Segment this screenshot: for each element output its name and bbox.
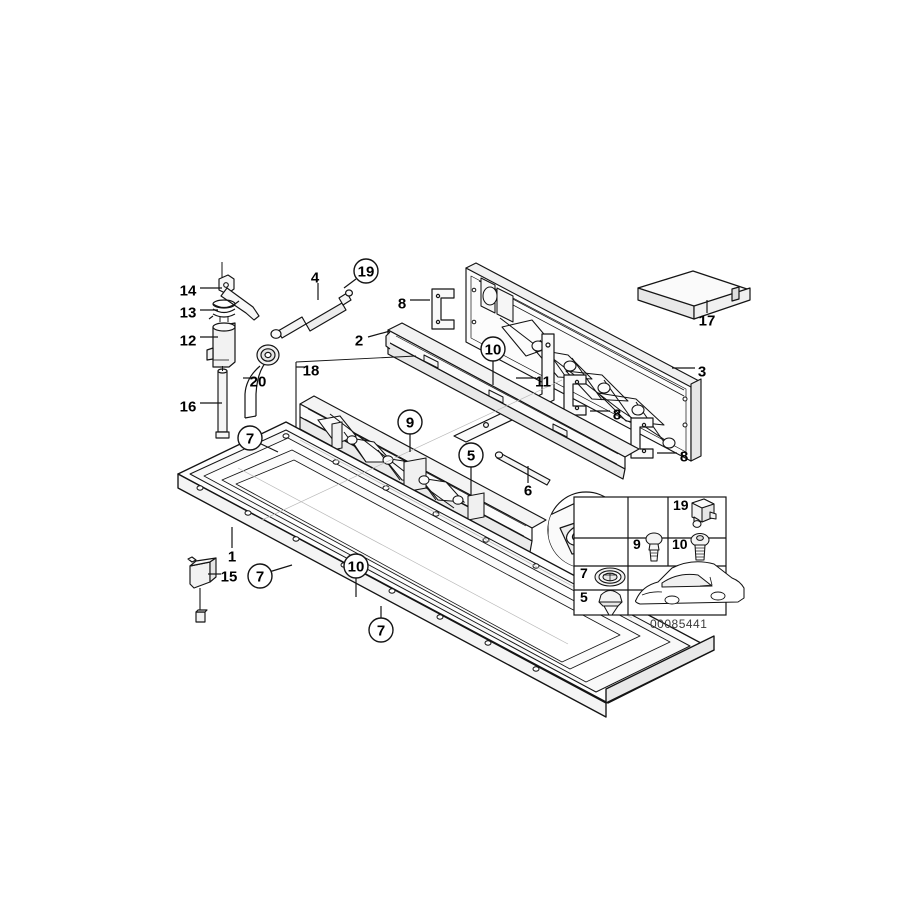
legend-label-10: 10 <box>672 536 688 552</box>
callout-20: 20 <box>243 374 266 391</box>
legend-label-19: 19 <box>673 497 689 513</box>
callout-label: 16 <box>180 399 197 416</box>
callout-label: 20 <box>250 374 267 391</box>
callout-1: 1 <box>228 527 236 566</box>
callout-7: 7 <box>368 606 394 643</box>
torx-screw-icon <box>690 532 710 561</box>
callout-bubble <box>368 617 394 643</box>
callout-label: 17 <box>699 313 716 330</box>
callout-2: 2 <box>355 330 391 350</box>
callout-14: 14 <box>180 283 222 300</box>
legend-label-5: 5 <box>580 589 588 605</box>
leader-line <box>367 330 391 338</box>
part-14-lever-arm-joint <box>218 262 260 321</box>
callout-11: 11 <box>516 374 551 391</box>
part-16-push-rod <box>215 366 230 439</box>
callout-18: 18 <box>296 363 319 380</box>
part-3-rear-cross-member <box>465 262 702 462</box>
callout-7: 7 <box>247 563 293 589</box>
callout-8: 8 <box>398 296 430 313</box>
callout-label: 9 <box>406 415 414 432</box>
callout-19: 19 <box>343 258 379 289</box>
part-1-compartment-floor <box>177 379 715 718</box>
callout-label: 7 <box>246 431 254 448</box>
callout-5: 5 <box>458 442 484 495</box>
callout-label: 1 <box>228 549 236 566</box>
part-4-gas-pressure-strut <box>270 289 354 339</box>
callout-4: 4 <box>311 270 320 300</box>
callout-3: 3 <box>672 364 706 381</box>
callout-15: 15 <box>208 569 237 586</box>
round-head-stud-icon <box>645 532 663 562</box>
callout-label: 10 <box>485 342 502 359</box>
callout-8: 8 <box>590 407 621 424</box>
callout-label: 8 <box>398 296 406 313</box>
callout-bubble <box>343 553 369 579</box>
callout-16: 16 <box>180 399 222 416</box>
callout-label: 7 <box>377 623 385 640</box>
callout-bubble <box>397 409 423 435</box>
part-6-support-rod <box>494 451 551 486</box>
callout-label: 8 <box>613 407 621 424</box>
car-silhouette-icon <box>634 561 745 605</box>
part-15-microswitch-with-cable <box>187 556 217 623</box>
callout-8: 8 <box>657 449 688 466</box>
callout-bubble <box>247 563 273 589</box>
part-5-linkage-assembly <box>317 413 485 521</box>
callout-bubble <box>458 442 484 468</box>
callout-label: 18 <box>303 363 320 380</box>
callout-label: 3 <box>698 364 706 381</box>
part-2-compartment-lid-panel <box>385 322 640 480</box>
expansion-rivet-icon <box>598 589 623 616</box>
callout-label: 13 <box>180 305 197 322</box>
callout-layer: 14 13 12 16 20 4 19 2 18 8 10 11 17 3 8 8 9 5 6 7 1 15 7 10 7 <box>180 258 716 643</box>
leader-line <box>258 442 279 453</box>
leader-line <box>343 278 357 289</box>
callout-9: 9 <box>397 409 423 452</box>
callout-13: 13 <box>180 305 218 322</box>
callout-10: 10 <box>343 553 369 597</box>
callout-label: 5 <box>467 448 475 465</box>
part-17-control-module-box <box>637 270 751 320</box>
callout-6: 6 <box>524 466 532 500</box>
callout-label: 12 <box>180 333 197 350</box>
callout-label: 10 <box>348 559 365 576</box>
callout-label: 14 <box>180 283 197 300</box>
callout-label: 6 <box>524 483 532 500</box>
callout-bubble <box>237 425 263 451</box>
legend-label-9: 9 <box>633 536 641 552</box>
callout-label: 4 <box>311 270 320 287</box>
diagram-id-number: 00085441 <box>650 617 707 631</box>
callout-label: 15 <box>221 569 238 586</box>
callout-10: 10 <box>480 336 506 385</box>
part-8-bracket-upper-left <box>431 288 455 330</box>
callout-12: 12 <box>180 333 218 350</box>
callout-label: 11 <box>535 374 551 391</box>
leader-line <box>268 564 293 573</box>
legend-box: 19 9 10 7 <box>573 496 745 631</box>
callout-bubble <box>353 258 379 284</box>
callout-label: 7 <box>256 569 264 586</box>
callout-label: 2 <box>355 333 363 350</box>
clip-bracket-icon <box>691 498 717 528</box>
grommet-ring-icon <box>594 567 626 587</box>
callout-17: 17 <box>699 300 716 330</box>
legend-label-7: 7 <box>580 565 588 581</box>
part-20-hose-with-grommet <box>244 344 280 419</box>
callout-label: 8 <box>680 449 688 466</box>
callout-7: 7 <box>237 425 279 453</box>
callout-label: 19 <box>358 264 375 281</box>
part-12-hydraulic-pump-cylinder <box>206 317 236 368</box>
callout-bubble <box>480 336 506 362</box>
